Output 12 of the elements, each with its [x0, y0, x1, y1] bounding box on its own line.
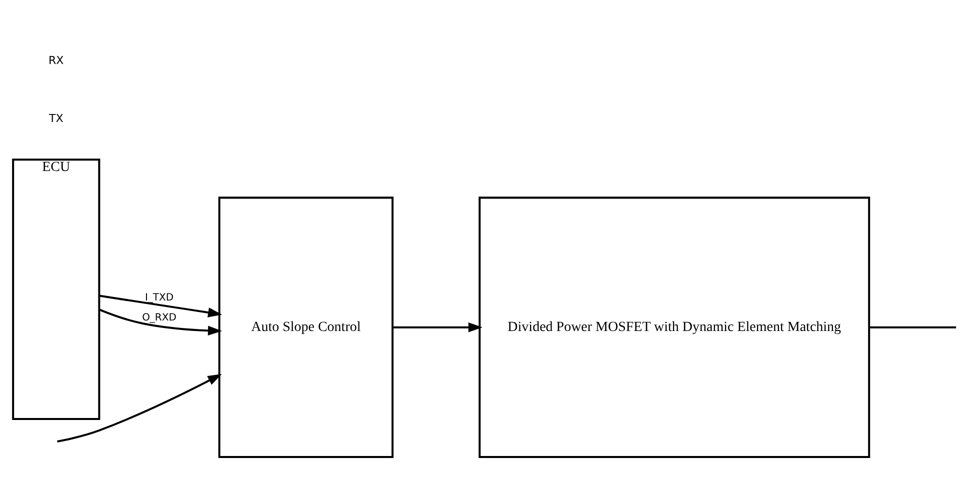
- arrow: [99, 308, 222, 336]
- node-box: ECU: [12, 158, 100, 420]
- edge-label: I_TXD: [144, 292, 174, 303]
- connector: [869, 326, 956, 328]
- arrow: [392, 322, 482, 332]
- node-box: Auto Slope Control: [218, 196, 394, 458]
- edge-label: O_RXD: [142, 312, 176, 323]
- label: RX: [48, 53, 64, 66]
- arrow: [57, 373, 222, 442]
- arrow: [99, 294, 222, 317]
- label: TX: [49, 111, 64, 124]
- node-box: Divided Power MOSFET with Dynamic Element Matching: [478, 196, 870, 458]
